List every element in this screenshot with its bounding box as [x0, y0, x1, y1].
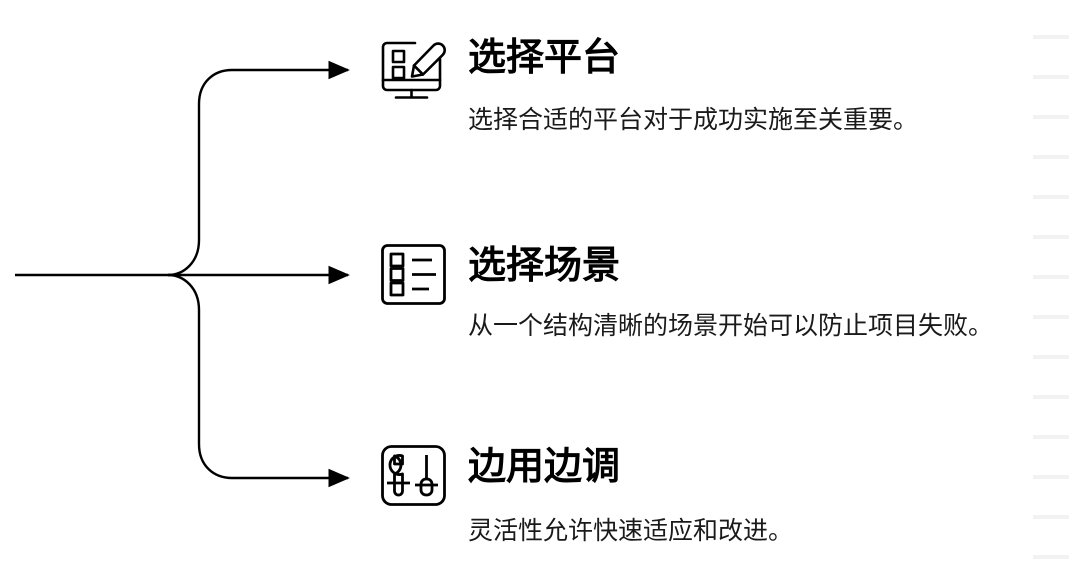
edge-rule-marks — [1033, 0, 1069, 583]
checklist-box-icon — [381, 244, 446, 305]
branch-description: 灵活性允许快速适应和改进。 — [468, 517, 794, 545]
branch-item: 选择平台 选择合适的平台对于成功实施至关重要。 — [378, 34, 1018, 139]
branch-line-top — [167, 60, 350, 277]
edge-rule-line — [1033, 275, 1069, 279]
branch-line-bottom — [167, 273, 350, 488]
edge-rule-line — [1033, 35, 1069, 39]
branch-item: 边用边调 灵活性允许快速适应和改进。 — [378, 443, 1018, 550]
monitor-checklist-pencil-icon — [381, 41, 446, 99]
branch-title: 选择场景 — [468, 245, 621, 287]
edge-rule-line — [1033, 515, 1069, 519]
edge-rule-line — [1033, 155, 1069, 159]
wrench-slider-tools-icon — [381, 445, 446, 506]
edge-rule-line — [1033, 235, 1069, 239]
edge-rule-line — [1033, 195, 1069, 199]
branch-text-block: 选择平台 选择合适的平台对于成功实施至关重要。 — [468, 34, 1018, 139]
edge-rule-line — [1033, 315, 1069, 319]
edge-rule-line — [1033, 355, 1069, 359]
branch-title: 选择平台 — [468, 37, 621, 79]
edge-rule-line — [1033, 475, 1069, 479]
edge-rule-line — [1033, 395, 1069, 399]
branch-text-block: 边用边调 灵活性允许快速适应和改进。 — [468, 443, 1018, 550]
edge-rule-line — [1033, 75, 1069, 79]
branch-item: 选择场景 从一个结构清晰的场景开始可以防止项目失败。 — [378, 242, 1018, 345]
branch-text-block: 选择场景 从一个结构清晰的场景开始可以防止项目失败。 — [468, 242, 1018, 345]
edge-rule-line — [1033, 115, 1069, 119]
edge-rule-line — [1033, 435, 1069, 439]
edge-rule-line — [1033, 555, 1069, 559]
branch-description: 选择合适的平台对于成功实施至关重要。 — [468, 106, 919, 134]
branch-description: 从一个结构清晰的场景开始可以防止项目失败。 — [468, 312, 994, 340]
branch-title: 边用边调 — [468, 446, 621, 488]
